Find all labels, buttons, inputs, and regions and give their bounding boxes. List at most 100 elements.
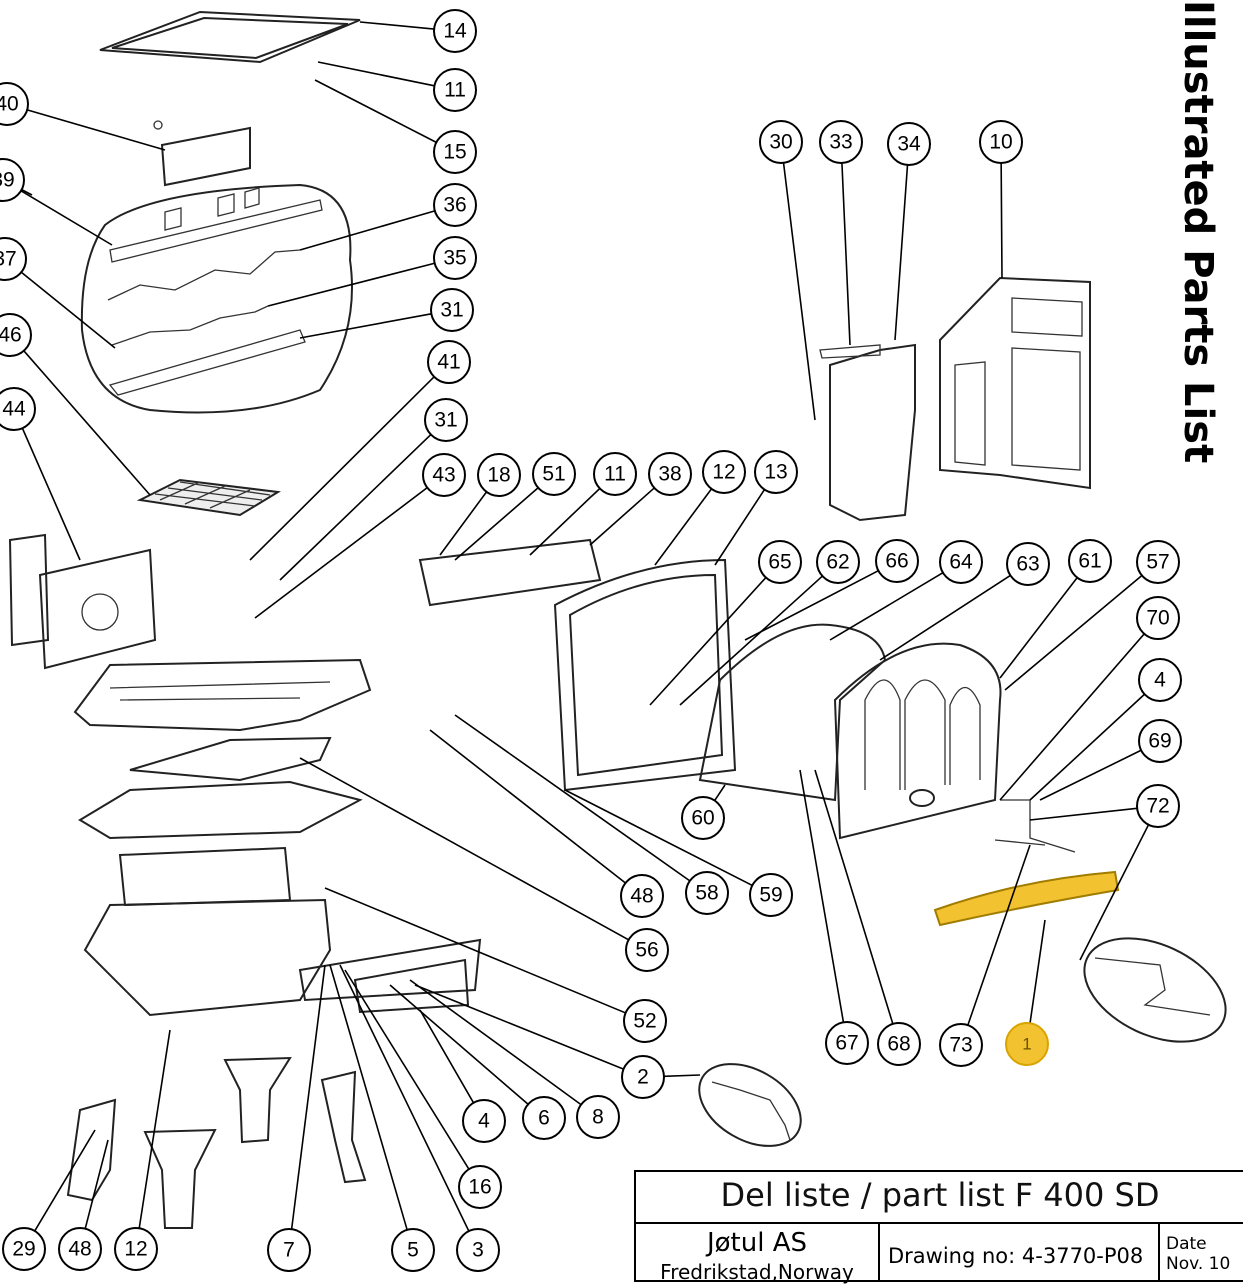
callout-circle (0, 313, 32, 357)
callout-label: 57 (1146, 551, 1169, 574)
callout-label: 63 (1016, 553, 1039, 576)
callout-circle (427, 340, 471, 384)
callout-label: 44 (2, 398, 26, 421)
callout-circle (2, 1227, 46, 1271)
part-convection-panel (829, 343, 916, 522)
part-baffle-39 (109, 187, 323, 263)
callout-circle (625, 928, 669, 972)
part-box-52 (118, 846, 292, 907)
callout-c58: 58 (685, 871, 729, 915)
callout-label: 48 (68, 1238, 91, 1261)
leader-line-c64 (829, 572, 944, 641)
leader-line-c66 (744, 569, 879, 641)
part-drawings (8, 10, 1227, 1229)
callout-c66: 66 (875, 539, 919, 583)
leader-line-c10 (1000, 162, 1003, 279)
callout-circle (433, 183, 477, 227)
title-block-row: Jøtul AS Fredrikstad,Norway Drawing no: … (636, 1222, 1243, 1284)
callout-label: 31 (440, 299, 463, 322)
leader-line-c43 (254, 487, 428, 619)
leader-line-c57 (1004, 574, 1143, 691)
callout-c13: 13 (754, 450, 798, 494)
callout-c35: 35 (433, 236, 477, 280)
leader-line-c36 (299, 210, 436, 251)
part-rail-36 (107, 249, 301, 301)
callout-label: 5 (407, 1239, 419, 1262)
callout-c39: 39 (0, 158, 25, 202)
callout-circle (620, 874, 664, 918)
callout-c59: 59 (749, 873, 793, 917)
part-shelf-1-highlighted (933, 870, 1120, 927)
callout-circle (456, 1228, 500, 1272)
title-block-date-value: Nov. 10 (1166, 1254, 1231, 1274)
leader-line-c33 (841, 162, 851, 346)
callout-label: 18 (487, 464, 510, 487)
callout-c3: 3 (456, 1228, 500, 1272)
title-block-location: Fredrikstad,Norway (660, 1260, 854, 1284)
callout-label: 10 (989, 131, 1012, 154)
callout-c36: 36 (433, 183, 477, 227)
leader-line-c16 (344, 969, 470, 1170)
leader-line-c61 (999, 577, 1078, 679)
callout-c62: 62 (816, 540, 860, 584)
part-hinge-69 (994, 799, 1076, 853)
callout-c16: 16 (458, 1165, 502, 1209)
callout-c34: 34 (887, 122, 931, 166)
leader-line-c2 (414, 984, 624, 1070)
callout-circle (0, 387, 36, 431)
callout-c7: 7 (267, 1228, 311, 1272)
leader-line-c13 (714, 489, 766, 566)
part-front-frame (418, 538, 602, 607)
leader-line-c44 (21, 427, 81, 561)
callout-c30: 30 (759, 120, 803, 164)
callout-circle (887, 122, 931, 166)
callout-circle (477, 453, 521, 497)
leader-line-c46 (23, 350, 151, 496)
title-block-date-label: Date (1166, 1234, 1207, 1254)
callout-c56: 56 (625, 928, 669, 972)
callout-c11b: 11 (593, 452, 637, 496)
callout-c61: 61 (1068, 539, 1112, 583)
leader-line-c31a (299, 313, 432, 339)
callout-label: 46 (0, 324, 22, 347)
leader-line-c2 (663, 1074, 701, 1078)
callout-circle (593, 452, 637, 496)
callout-label: 64 (949, 551, 973, 574)
callout-label: 37 (0, 248, 17, 271)
leader-line-c1 (1029, 919, 1046, 1024)
callout-circle (702, 450, 746, 494)
part-top-plate (99, 10, 361, 64)
leader-line-c6 (389, 984, 529, 1105)
leader-line-c41 (249, 376, 435, 561)
part-leg-side (320, 1070, 367, 1184)
part-detail-oval-2 (698, 1063, 802, 1147)
callout-c40: 40 (0, 82, 29, 126)
title-block-drawing-number: Drawing no: 4-3770-P08 (888, 1244, 1144, 1268)
leader-line-c72 (1079, 824, 1150, 961)
callout-label: 69 (1148, 730, 1171, 753)
callout-circle (422, 453, 466, 497)
callout-circle (1136, 540, 1180, 584)
callout-c73: 73 (939, 1023, 983, 1067)
callout-circle (522, 1096, 566, 1140)
callout-circle (939, 540, 983, 584)
callout-c63: 63 (1006, 542, 1050, 586)
callout-c43: 43 (422, 453, 466, 497)
part-detail-oval-72 (1083, 937, 1227, 1043)
part-leg-29 (66, 1098, 117, 1202)
leader-line-c35 (267, 262, 435, 307)
callout-label: 62 (826, 551, 849, 574)
callout-label: 34 (897, 133, 921, 156)
title-block-company-cell: Jøtul AS Fredrikstad,Norway (636, 1224, 880, 1284)
callout-c69: 69 (1138, 719, 1182, 763)
callout-circle (267, 1228, 311, 1272)
callout-label: 48 (630, 885, 653, 908)
callout-circle (462, 1099, 506, 1143)
leader-line-c60 (713, 784, 726, 801)
callout-label: 67 (835, 1032, 858, 1055)
callout-c15: 15 (433, 130, 477, 174)
leader-line-c5 (329, 964, 408, 1231)
callout-circle (816, 540, 860, 584)
part-top-body-inner (109, 681, 331, 701)
part-plate-35 (108, 329, 306, 396)
